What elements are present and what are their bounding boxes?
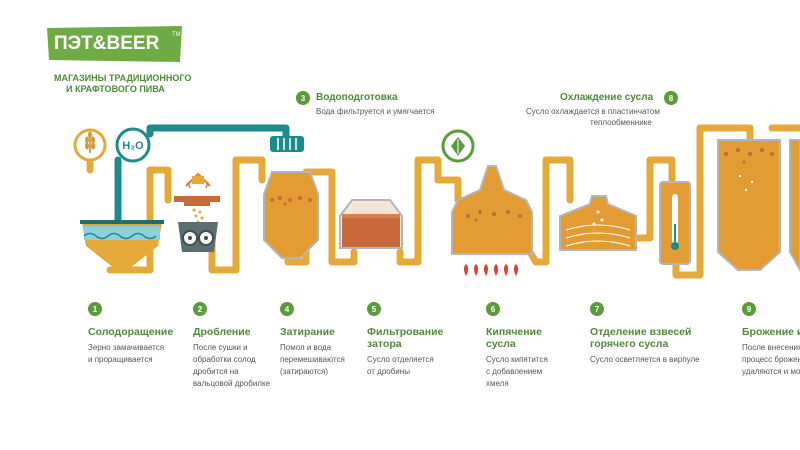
hop-icon: [441, 129, 475, 163]
step-title-6-line-1: Кипячение: [486, 326, 542, 338]
logo-subtitle-line-1: МАГАЗИНЫ ТРАДИЦИОННОГО: [54, 73, 192, 83]
step-desc-6-line-1: Сусло кипятится: [486, 355, 548, 364]
main-pipe: [86, 124, 800, 279]
step-title-9: Брожение и: [742, 326, 800, 338]
step-title-4: Затирание: [280, 326, 335, 338]
step-desc-2-line-1: После сушки и: [193, 343, 248, 352]
step-title-3: Водоподготовка: [316, 92, 398, 103]
step-title-1: Солодоращение: [88, 326, 174, 338]
step-desc-8-line-2: теплообменнике: [590, 118, 652, 127]
step-desc-5-line-2: от дробины: [367, 367, 410, 376]
step-badge-7: 7: [590, 302, 604, 316]
step-badge-3: 3: [296, 91, 310, 105]
step-badge-6: 6: [486, 302, 500, 316]
step-badge-4: 4: [280, 302, 294, 316]
step-desc-1-line-2: и проращивается: [88, 355, 153, 364]
step-desc-2-line-4: вальцовой дробилке: [193, 379, 271, 388]
step-badge-5: 5: [367, 302, 381, 316]
boil-kettle: [451, 165, 533, 255]
whirlpool-tank: [559, 195, 637, 251]
h2o-icon: H₂O: [115, 127, 151, 163]
step-desc-4-line-3: (затираются): [280, 367, 329, 376]
step-desc-9-line-3: удаляются и мо: [742, 367, 800, 376]
logo-badge: ПЭТ&BEER TM: [47, 26, 182, 62]
logo-tm: TM: [172, 32, 181, 38]
step-desc-1-line-1: Зерно замачивается: [88, 343, 165, 352]
step-title-8: Охлаждение сусла: [560, 92, 654, 103]
step-desc-4-line-1: Помол и вода: [280, 343, 332, 352]
logo: ПЭТ&BEER TM: [44, 24, 186, 64]
step-desc-9-line-1: После внесения: [742, 343, 800, 352]
fermentation-tank: [717, 139, 800, 273]
step-desc-6-line-3: хмеля: [486, 379, 509, 388]
step-badge-8: 8: [664, 91, 678, 105]
heat-exchanger: [659, 181, 691, 265]
logo-text: ПЭТ&BEER: [54, 33, 160, 54]
h2o-label: H₂O: [122, 140, 144, 152]
logo-subtitle: МАГАЗИНЫ ТРАДИЦИОННОГО И КРАФТОВОГО ПИВА: [54, 73, 191, 95]
step-desc-6-line-2: с добавлением: [486, 367, 543, 376]
step-title-5-line-2: затора: [367, 338, 402, 350]
logo-subtitle-line-2: И КРАФТОВОГО ПИВА: [66, 84, 165, 94]
malt-mill: [174, 172, 220, 252]
step-desc-9-line-2: процесс брожен: [742, 355, 800, 364]
step-title-5-line-1: Фильтрование: [367, 326, 444, 338]
step-title-2: Дробление: [193, 326, 251, 338]
step-desc-7-line-1: Сусло осветляется в вирпуле: [590, 355, 700, 364]
step-desc-2-line-2: обработки солод: [193, 355, 256, 364]
step-badge-9: 9: [742, 302, 756, 316]
fire-icon: [464, 264, 518, 276]
step-badge-2: 2: [193, 302, 207, 316]
step-desc-4-line-2: перемешиваются: [280, 355, 345, 364]
step-badge-1: 1: [88, 302, 102, 316]
step-title-7-line-2: горячего сусла: [590, 338, 669, 350]
germination-tank: [80, 220, 164, 268]
step-title-7-line-1: Отделение взвесей: [590, 326, 692, 338]
mash-tun: [263, 171, 319, 259]
step-desc-8-line-1: Сусло охлаждается в пластинчатом: [526, 107, 660, 116]
water-filter: [270, 136, 304, 152]
lauter-tun: [339, 199, 403, 249]
wheat-icon: [73, 128, 107, 162]
step-desc-5-line-1: Сусло отделяется: [367, 355, 434, 364]
step-title-6-line-2: сусла: [486, 338, 516, 350]
step-desc-3: Вода фильтруется и умягчается: [316, 107, 435, 116]
step-desc-2-line-3: дробится на: [193, 367, 239, 376]
